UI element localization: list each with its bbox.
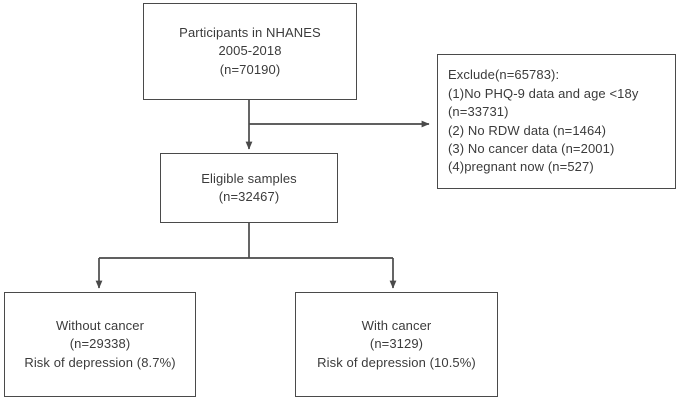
node-with-cancer: With cancer (n=3129) Risk of depression …	[295, 292, 498, 397]
node-without-cancer-line-2: (n=29338)	[69, 336, 131, 352]
node-exclude-line-5: (3) No cancer data (n=2001)	[448, 140, 615, 156]
node-with-cancer-line-3: Risk of depression (10.5%)	[317, 354, 476, 370]
node-exclude-line-4: (2) No RDW data (n=1464)	[448, 122, 607, 138]
node-with-cancer-line-1: With cancer	[361, 317, 432, 333]
node-eligible-line-2: (n=32467)	[218, 189, 280, 204]
node-participants-line-3: (n=70190)	[219, 61, 281, 77]
node-without-cancer: Without cancer (n=29338) Risk of depress…	[4, 292, 196, 397]
node-without-cancer-line-1: Without cancer	[55, 317, 145, 333]
node-without-cancer-line-3: Risk of depression (8.7%)	[24, 354, 176, 370]
node-exclude-line-6: (4)pregnant now (n=527)	[448, 159, 594, 175]
node-exclude-line-3: (n=33731)	[448, 104, 509, 120]
node-eligible-line-1: Eligible samples	[201, 170, 297, 186]
node-participants-line-2: 2005-2018	[218, 43, 282, 59]
node-participants: Participants in NHANES 2005-2018 (n=7019…	[143, 3, 357, 100]
node-eligible: Eligible samples (n=32467)	[160, 153, 338, 223]
node-exclude-line-1: Exclude(n=65783):	[448, 67, 560, 83]
node-exclude-line-2: (1)No PHQ-9 data and age <18y	[448, 85, 639, 101]
node-participants-line-1: Participants in NHANES	[179, 24, 321, 40]
node-exclude: Exclude(n=65783): (1)No PHQ-9 data and a…	[437, 54, 676, 189]
node-with-cancer-line-2: (n=3129)	[369, 336, 424, 352]
